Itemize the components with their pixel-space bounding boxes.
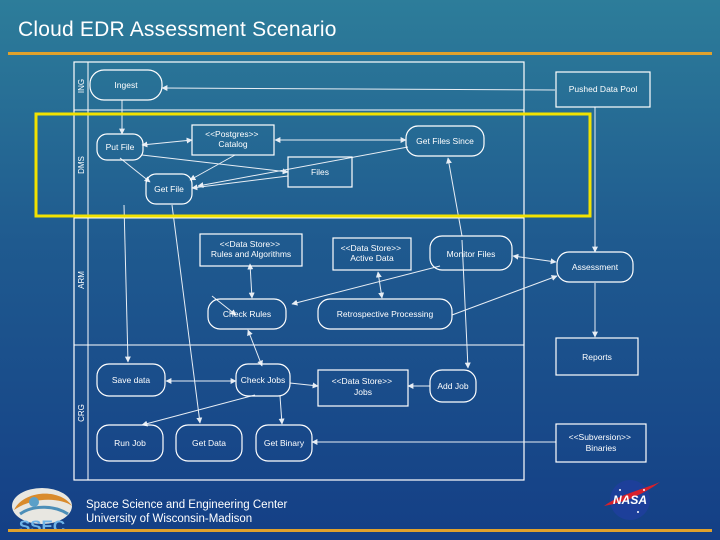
lane-label-ing: ING xyxy=(77,79,86,93)
title-divider xyxy=(8,52,712,55)
node-pushed-data-pool-label: Pushed Data Pool xyxy=(569,84,638,94)
node-assessment-label: Assessment xyxy=(572,262,619,272)
footer-text: Space Science and Engineering Center Uni… xyxy=(86,498,287,526)
node-files-label: Files xyxy=(311,167,329,177)
node-retrospective-processing xyxy=(317,298,453,330)
node-get-binary xyxy=(255,424,313,462)
footer-line-2: University of Wisconsin-Madison xyxy=(86,513,253,525)
node-check-jobs-label: Check Jobs xyxy=(241,375,285,385)
node-monitor-files xyxy=(429,235,513,271)
footer-line-1: Space Science and Engineering Center xyxy=(86,499,288,511)
node-get-files-since-label: Get Files Since xyxy=(416,136,474,146)
node-rules-algorithms xyxy=(199,233,303,267)
node-run-job xyxy=(96,424,164,462)
node-postgres-catalog xyxy=(191,124,275,156)
node-put-file-label: Put File xyxy=(106,142,135,152)
node-jobs xyxy=(317,369,409,407)
footer-divider xyxy=(8,529,712,532)
node-get-binary-label: Get Binary xyxy=(264,438,305,448)
nasa-logo: NASA xyxy=(604,480,660,520)
node-check-rules xyxy=(207,298,287,330)
node-assessment xyxy=(556,251,634,283)
node-get-files-since xyxy=(405,125,485,157)
node-active-data xyxy=(332,237,412,271)
node-save-data-label: Save data xyxy=(112,375,151,385)
node-check-rules-label: Check Rules xyxy=(223,309,271,319)
node-rules-algorithms-label: <<Data Store>> Rules and Algorithms xyxy=(211,239,291,259)
node-run-job-label: Run Job xyxy=(114,438,146,448)
node-subversion-binaries xyxy=(555,423,647,463)
node-ingest-label: Ingest xyxy=(114,80,138,90)
connectors xyxy=(119,85,598,445)
lane-label-arm: ARM xyxy=(77,271,86,289)
node-postgres-catalog-label: <<Postgres>> Catalog xyxy=(205,129,261,149)
node-jobs-label: <<Data Store>> Jobs xyxy=(332,376,395,397)
node-put-file xyxy=(96,133,144,161)
node-active-data-label: <<Data Store>> Active Data xyxy=(341,243,404,263)
node-reports-label: Reports xyxy=(582,352,612,362)
node-add-job xyxy=(429,369,477,403)
node-subversion-binaries-label: <<Subversion>> Binaries xyxy=(569,432,634,453)
node-add-job-label: Add Job xyxy=(437,381,468,391)
node-check-jobs xyxy=(235,363,291,397)
slide-title: Cloud EDR Assessment Scenario xyxy=(18,18,337,41)
nasa-logo-text: NASA xyxy=(613,493,647,507)
lane-label-dms: DMS xyxy=(77,156,86,174)
dms-highlight-box xyxy=(34,112,592,218)
ssec-logo-text: SSEC xyxy=(19,517,65,536)
node-save-data xyxy=(96,363,166,397)
node-get-data xyxy=(175,424,243,462)
node-get-file-label: Get File xyxy=(154,184,184,194)
lane-label-crg: CRG xyxy=(77,404,86,422)
node-get-data-label: Get Data xyxy=(192,438,226,448)
node-ingest xyxy=(89,69,163,101)
node-monitor-files-label: Monitor Files xyxy=(447,249,496,259)
node-files xyxy=(287,156,353,188)
node-retrospective-processing-label: Retrospective Processing xyxy=(337,309,434,319)
node-get-file xyxy=(145,173,193,205)
node-reports xyxy=(555,337,639,376)
swimlane-frame xyxy=(73,61,525,481)
node-pushed-data-pool xyxy=(555,71,651,108)
